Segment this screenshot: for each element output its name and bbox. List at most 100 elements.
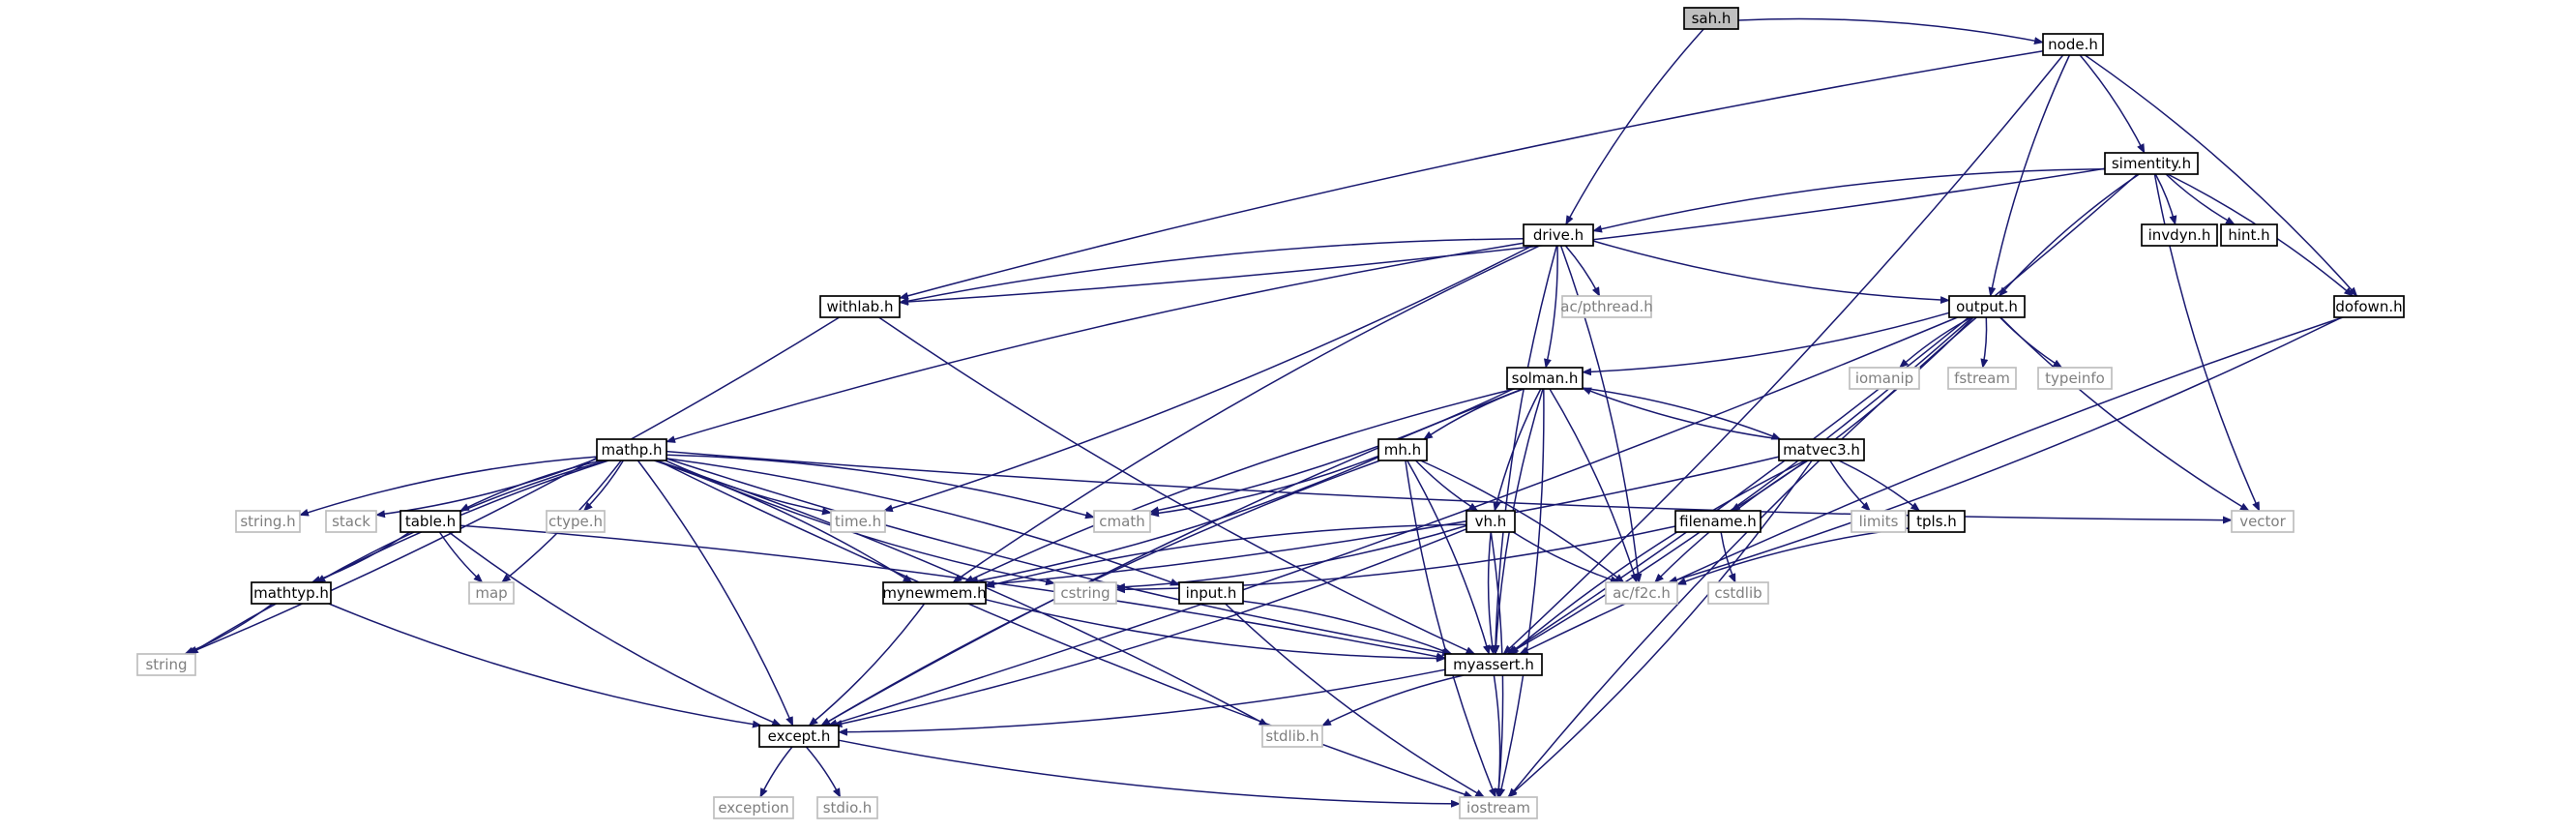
edge-mathp-to-except <box>637 460 794 727</box>
node-mynewmem[interactable]: mynewmem.h <box>882 581 987 605</box>
node-mh-label: mh.h <box>1384 441 1421 459</box>
edge-matvec3-to-myassert <box>1509 460 1806 655</box>
node-mathp[interactable]: mathp.h <box>596 438 667 461</box>
edge-output-to-iomanip <box>1899 316 1972 369</box>
edge-solman-to-except <box>820 388 1524 727</box>
edge-withlab-to-myassert <box>878 316 1476 655</box>
node-withlab[interactable]: withlab.h <box>819 295 901 318</box>
node-except[interactable]: except.h <box>758 725 840 748</box>
node-node-box <box>2042 33 2104 56</box>
node-mathtyp[interactable]: mathtyp.h <box>251 581 332 605</box>
node-iomanip: iomanip <box>1849 367 1920 390</box>
node-node[interactable]: node.h <box>2042 33 2104 56</box>
edge-output-to-except <box>827 316 1958 727</box>
edge-except-to-stdio <box>805 746 842 798</box>
edge-myassert-to-iostream <box>1493 674 1503 798</box>
edge-mathp-to-iostream <box>657 460 1474 798</box>
node-iomanip-label: iomanip <box>1855 370 1913 387</box>
edge-dofown-to-f2c <box>1667 316 2343 584</box>
node-cmath: cmath <box>1093 510 1151 533</box>
node-output-box <box>1948 295 2026 318</box>
node-tpls-label: tpls.h <box>1916 513 1957 530</box>
node-stdlib-label: stdlib.h <box>1265 727 1318 745</box>
node-matvec3-box <box>1778 438 1865 461</box>
edge-solman-to-f2c <box>1549 388 1639 583</box>
edge-mynewmem-to-myassert <box>985 599 1446 663</box>
edge-output-to-filename <box>1730 316 1974 512</box>
node-ctype-box <box>546 510 606 533</box>
node-output[interactable]: output.h <box>1948 295 2026 318</box>
node-node-label: node.h <box>2048 36 2098 53</box>
edge-myassert-to-except <box>838 668 1446 736</box>
edge-mathp-to-string <box>188 460 609 655</box>
node-filename-box <box>1674 510 1762 533</box>
node-dofown[interactable]: dofown.h <box>2333 295 2405 318</box>
node-stdio: stdio.h <box>816 796 878 819</box>
node-dofown-box <box>2333 295 2405 318</box>
node-sah-box <box>1683 7 1739 30</box>
edge-matvec3-to-iostream <box>1507 460 1813 798</box>
node-limits: limits <box>1851 510 1907 533</box>
node-exception-label: exception <box>718 799 788 816</box>
edge-matvec3-to-solman <box>1582 387 1781 440</box>
edge-vh-to-except <box>832 528 1467 727</box>
edge-vh-to-mynewmem <box>985 523 1467 588</box>
node-invdyn[interactable]: invdyn.h <box>2141 223 2218 247</box>
edge-table-to-map <box>438 531 484 583</box>
node-exception: exception <box>713 796 794 819</box>
edge-node-to-simentity <box>2079 54 2146 154</box>
node-tpls[interactable]: tpls.h <box>1908 510 1966 533</box>
node-drive[interactable]: drive.h <box>1523 223 1594 247</box>
node-limits-box <box>1851 510 1907 533</box>
edge-vh-to-cstring <box>1115 524 1467 591</box>
node-mh[interactable]: mh.h <box>1377 438 1428 461</box>
edge-simentity-to-myassert <box>1506 173 2139 655</box>
node-invdyn-box <box>2141 223 2218 247</box>
node-drive-box <box>1523 223 1594 247</box>
node-mynewmem-label: mynewmem.h <box>882 584 986 602</box>
edge-except-to-exception <box>759 746 793 798</box>
node-stdlib: stdlib.h <box>1261 725 1323 748</box>
node-pthread-label: ac/pthread.h <box>1560 298 1652 315</box>
edge-solman-to-mh <box>1423 388 1525 440</box>
edge-mh-to-myassert <box>1406 460 1491 655</box>
node-filename[interactable]: filename.h <box>1674 510 1762 533</box>
node-stack-label: stack <box>332 513 370 530</box>
edge-node-to-output <box>1988 54 2071 297</box>
node-hint[interactable]: hint.h <box>2220 223 2278 247</box>
edge-drive-to-mathp <box>666 242 1525 443</box>
edge-node-to-dofown <box>2084 54 2358 297</box>
node-string-box <box>136 653 196 676</box>
node-solman[interactable]: solman.h <box>1506 367 1584 390</box>
node-fstream: fstream <box>1947 367 2017 390</box>
node-drive-label: drive.h <box>1533 226 1584 244</box>
node-simentity[interactable]: simentity.h <box>2104 152 2199 175</box>
node-stack: stack <box>325 510 377 533</box>
node-myassert[interactable]: myassert.h <box>1444 653 1543 676</box>
node-stdlib-box <box>1261 725 1323 748</box>
edge-simentity-to-hint <box>2165 173 2235 225</box>
node-vector-label: vector <box>2239 513 2286 530</box>
node-stdio-box <box>816 796 878 819</box>
node-map: map <box>468 581 515 605</box>
node-table-box <box>400 510 461 533</box>
node-iostream-box <box>1459 796 1538 819</box>
edge-vh-to-myassert <box>1487 531 1496 655</box>
edge-mathtyp-to-except <box>328 603 762 728</box>
node-vh[interactable]: vh.h <box>1466 510 1516 533</box>
node-typeinfo-label: typeinfo <box>2045 370 2105 387</box>
edge-mynewmem-to-except <box>808 603 926 727</box>
node-table[interactable]: table.h <box>400 510 461 533</box>
node-exception-box <box>713 796 794 819</box>
node-input-box <box>1178 581 1244 605</box>
node-stdio-label: stdio.h <box>823 799 873 816</box>
node-except-box <box>758 725 840 748</box>
edge-mathp-to-cmath <box>666 454 1095 519</box>
node-iostream-label: iostream <box>1466 799 1530 816</box>
node-matvec3[interactable]: matvec3.h <box>1778 438 1865 461</box>
node-sah[interactable]: sah.h <box>1683 7 1739 30</box>
edge-table-to-mathtyp <box>311 531 411 583</box>
edge-mathtyp-to-string <box>184 603 274 655</box>
node-input[interactable]: input.h <box>1178 581 1244 605</box>
